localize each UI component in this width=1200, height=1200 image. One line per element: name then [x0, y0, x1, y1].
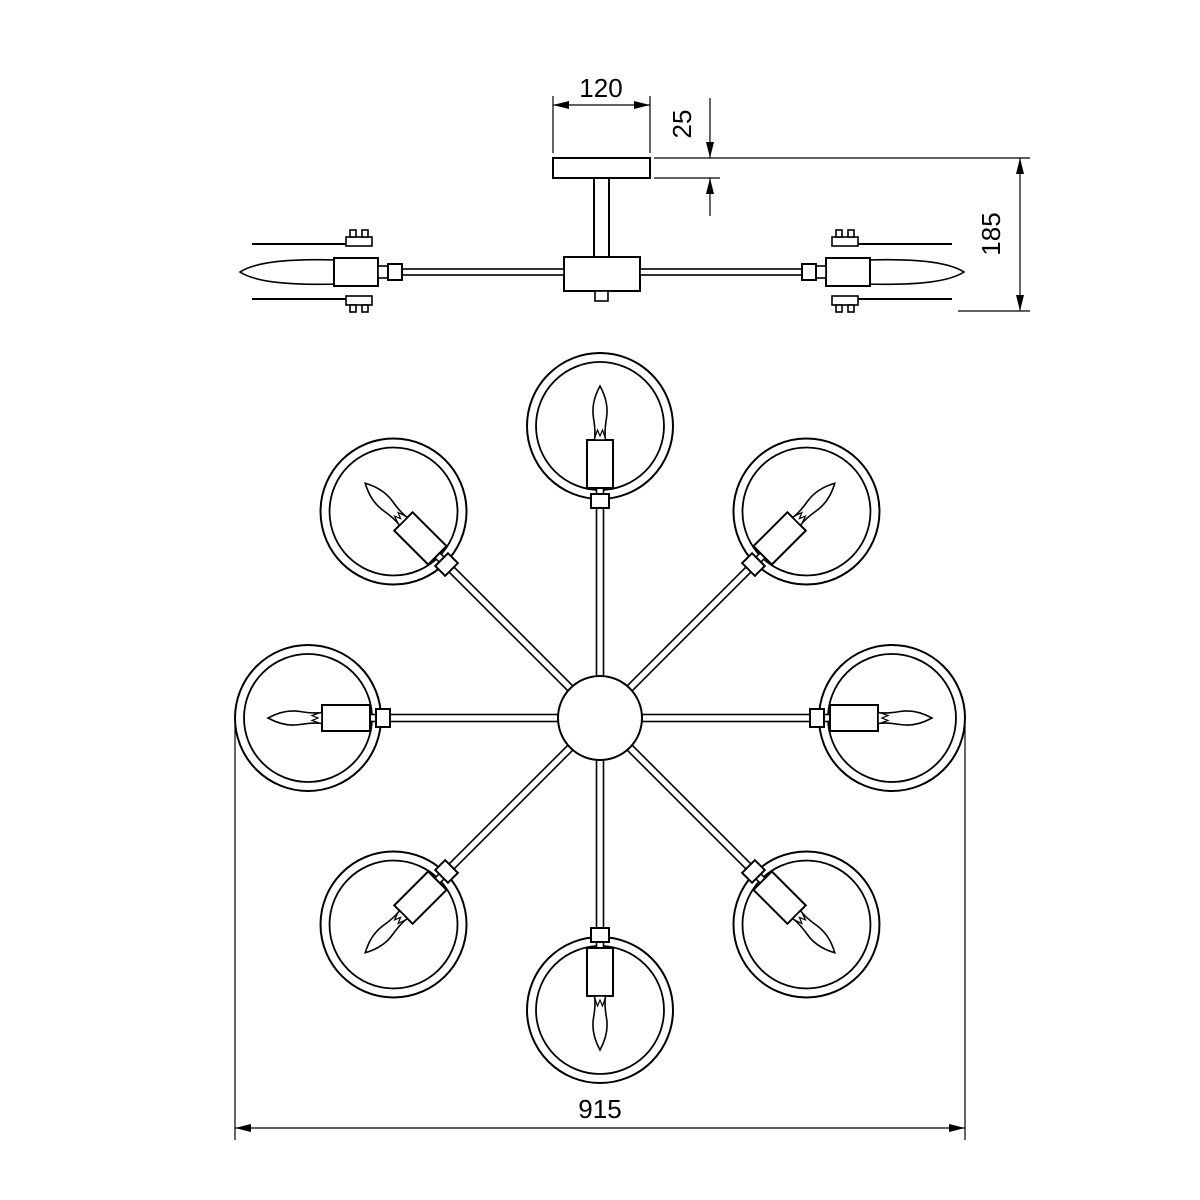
dim-label-canopy-height: 25 [667, 110, 697, 139]
central-body [563, 256, 641, 292]
dim-label-fixture-diameter: 915 [578, 1094, 621, 1124]
stem [593, 177, 610, 258]
arm-shade-unit-3 [641, 644, 966, 792]
stem-tip [594, 290, 609, 302]
dim-canopy-width: 120 [552, 73, 651, 153]
dim-arrow-left [553, 101, 569, 109]
hub-circle [557, 675, 643, 761]
dim-fixture-height: 185 [654, 157, 1030, 312]
arm-shade-unit-5 [526, 759, 674, 1084]
dim-label-canopy-width: 120 [579, 73, 622, 103]
dim-arrow-up [1016, 158, 1024, 174]
ceiling-canopy [552, 157, 651, 179]
arm-shade-unit-7 [234, 644, 559, 792]
dim-arrow-left [235, 1124, 251, 1132]
right-lamp-arm [639, 229, 965, 313]
dim-arrow-down [1016, 295, 1024, 311]
left-lamp-arm [239, 229, 565, 313]
dim-arrow-right [634, 101, 650, 109]
plan-view [234, 352, 966, 1084]
dim-arrow-down [706, 142, 714, 158]
dim-label-fixture-height: 185 [976, 212, 1006, 255]
arm-shade-unit-1 [526, 352, 674, 677]
dim-arrow-right [949, 1124, 965, 1132]
dim-fixture-diameter: 915 [234, 726, 966, 1140]
dim-arrow-up [706, 178, 714, 194]
dim-canopy-height: 25 [654, 98, 720, 216]
side-view [239, 157, 965, 313]
